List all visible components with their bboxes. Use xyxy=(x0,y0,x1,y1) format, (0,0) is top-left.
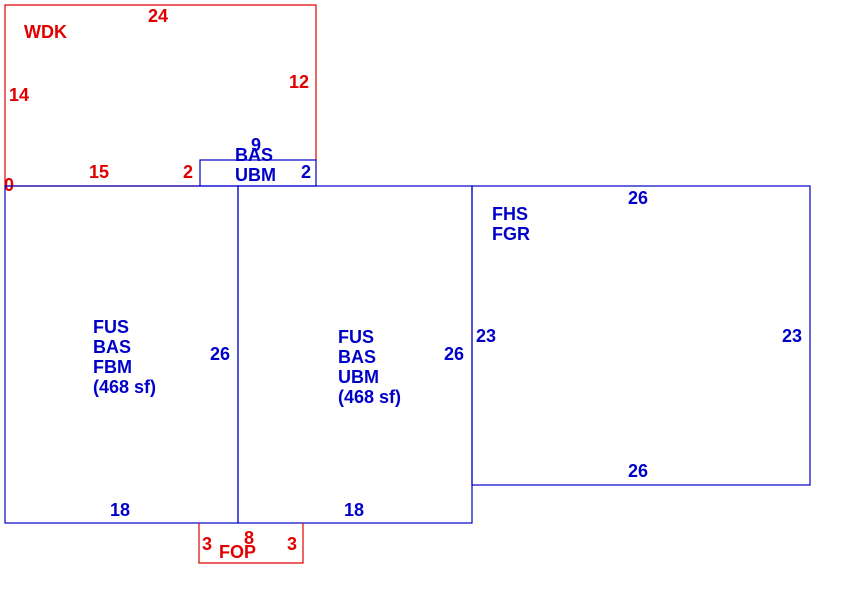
bas-small-area: 9 BAS UBM 2 xyxy=(199,135,317,187)
middle-block-area: FUS BAS UBM (468 sf) 26 18 xyxy=(237,185,473,524)
fop-dim-right: 3 xyxy=(287,534,297,554)
garage-label-1: FHS xyxy=(492,204,528,224)
middle-block-dim-bottom: 18 xyxy=(344,500,364,520)
fop-label: FOP xyxy=(219,542,256,562)
fop-area: 8 3 3 FOP xyxy=(198,523,304,564)
garage-outline xyxy=(471,185,811,486)
middle-block-label-1: FUS xyxy=(338,327,374,347)
garage-label-2: FGR xyxy=(492,224,530,244)
left-block-label-1: FUS xyxy=(93,317,129,337)
middle-block-dim-right: 26 xyxy=(444,344,464,364)
wdk-label: WDK xyxy=(24,22,67,42)
left-block-dim-bottom: 18 xyxy=(110,500,130,520)
garage-dim-right: 23 xyxy=(782,326,802,346)
left-block-area: FUS BAS FBM (468 sf) 26 18 xyxy=(4,185,239,524)
garage-dim-top: 26 xyxy=(628,188,648,208)
bas-small-label-2: UBM xyxy=(235,165,276,185)
middle-block-label-3: UBM xyxy=(338,367,379,387)
wdk-dim-corner: 0 xyxy=(4,175,14,195)
left-block-label-2: BAS xyxy=(93,337,131,357)
wdk-area: WDK 24 14 12 15 2 0 xyxy=(4,4,317,195)
middle-block-area-sf: (468 sf) xyxy=(338,387,401,407)
wdk-dim-bottom-left: 15 xyxy=(89,162,109,182)
wdk-dim-bottom-right: 2 xyxy=(183,162,193,182)
fop-dim-top: 8 xyxy=(244,528,254,548)
wdk-outline xyxy=(4,4,317,186)
wdk-dim-left: 14 xyxy=(9,85,29,105)
fop-dim-left: 3 xyxy=(202,534,212,554)
fop-outline xyxy=(198,523,304,564)
left-block-dim-right: 26 xyxy=(210,344,230,364)
bas-small-label-1: BAS xyxy=(235,145,273,165)
middle-block-label-2: BAS xyxy=(338,347,376,367)
left-block-area-sf: (468 sf) xyxy=(93,377,156,397)
garage-dim-bottom: 26 xyxy=(628,461,648,481)
wdk-dim-right: 12 xyxy=(289,72,309,92)
bas-small-dim-top: 9 xyxy=(251,135,261,155)
wdk-dim-top: 24 xyxy=(148,6,168,26)
bas-small-dim-right: 2 xyxy=(301,162,311,182)
garage-dim-left: 23 xyxy=(476,326,496,346)
garage-area: FHS FGR 26 23 23 26 xyxy=(471,185,811,486)
left-block-label-3: FBM xyxy=(93,357,132,377)
